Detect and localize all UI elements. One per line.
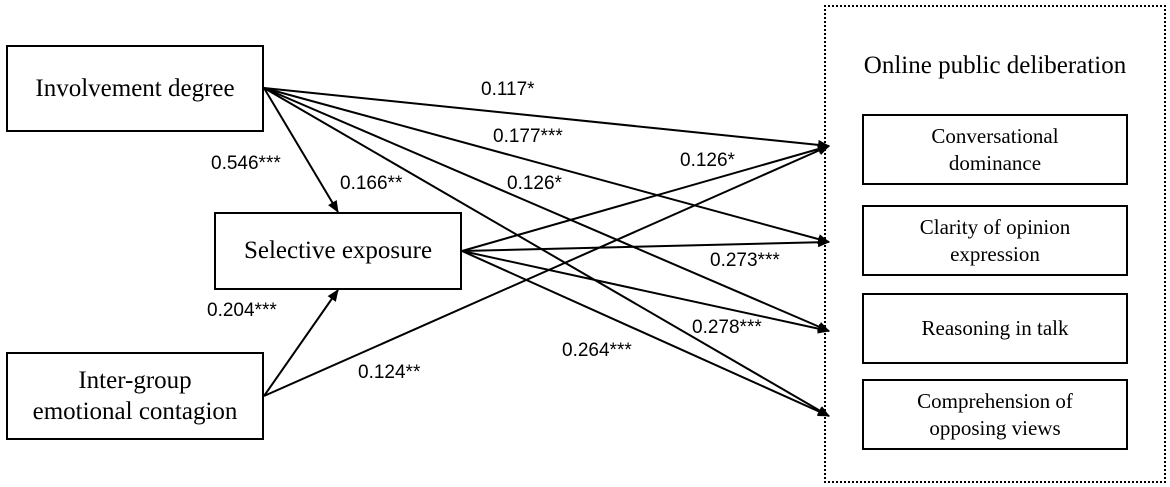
arrow-involvement-to-reasoning <box>263 87 830 332</box>
coef-contagion-selective: 0.204*** <box>207 300 277 321</box>
arrow-involvement-to-clarity <box>263 87 830 244</box>
coef-selective-reasoning: 0.278*** <box>692 317 762 338</box>
arrow-involvement-to-comprehension <box>263 87 830 417</box>
arrow-selective-to-comprehension <box>461 250 830 417</box>
node-inter-group-emotional-contagion: Inter-group emotional contagion <box>6 352 264 440</box>
arrow-involvement-to-selective <box>263 87 339 213</box>
coef-involvement-reasoning: 0.126* <box>507 173 562 194</box>
coef-selective-clarity: 0.273*** <box>710 250 780 271</box>
coef-involvement-clarity: 0.177*** <box>493 126 563 147</box>
coef-contagion-dominance: 0.124** <box>358 362 421 383</box>
node-conversational-dominance: Conversational dominance <box>862 114 1128 185</box>
arrow-contagion-to-selective <box>263 289 339 397</box>
coef-involvement-selective: 0.546*** <box>211 153 281 174</box>
coef-selective-dominance: 0.126* <box>680 150 735 171</box>
node-selective-exposure: Selective exposure <box>214 212 462 290</box>
node-reasoning-in-talk: Reasoning in talk <box>862 293 1128 364</box>
arrow-selective-to-reasoning <box>461 250 830 334</box>
arrow-selective-to-clarity <box>461 237 830 252</box>
arrow-selective-to-dominance <box>461 144 830 252</box>
arrow-involvement-to-dominance <box>263 87 830 150</box>
deliberation-region-title: Online public deliberation <box>863 52 1127 79</box>
arrow-contagion-to-dominance <box>263 145 830 397</box>
node-involvement-degree: Involvement degree <box>6 45 264 132</box>
coef-involvement-dominance: 0.117* <box>481 79 535 100</box>
node-clarity-of-opinion-expression: Clarity of opinion expression <box>862 205 1128 276</box>
coef-selective-comprehension: 0.264*** <box>562 340 632 361</box>
coef-involvement-comprehension: 0.166** <box>340 173 403 194</box>
node-comprehension-of-opposing-views: Comprehension of opposing views <box>862 379 1128 450</box>
deliberation-region <box>824 5 1166 483</box>
